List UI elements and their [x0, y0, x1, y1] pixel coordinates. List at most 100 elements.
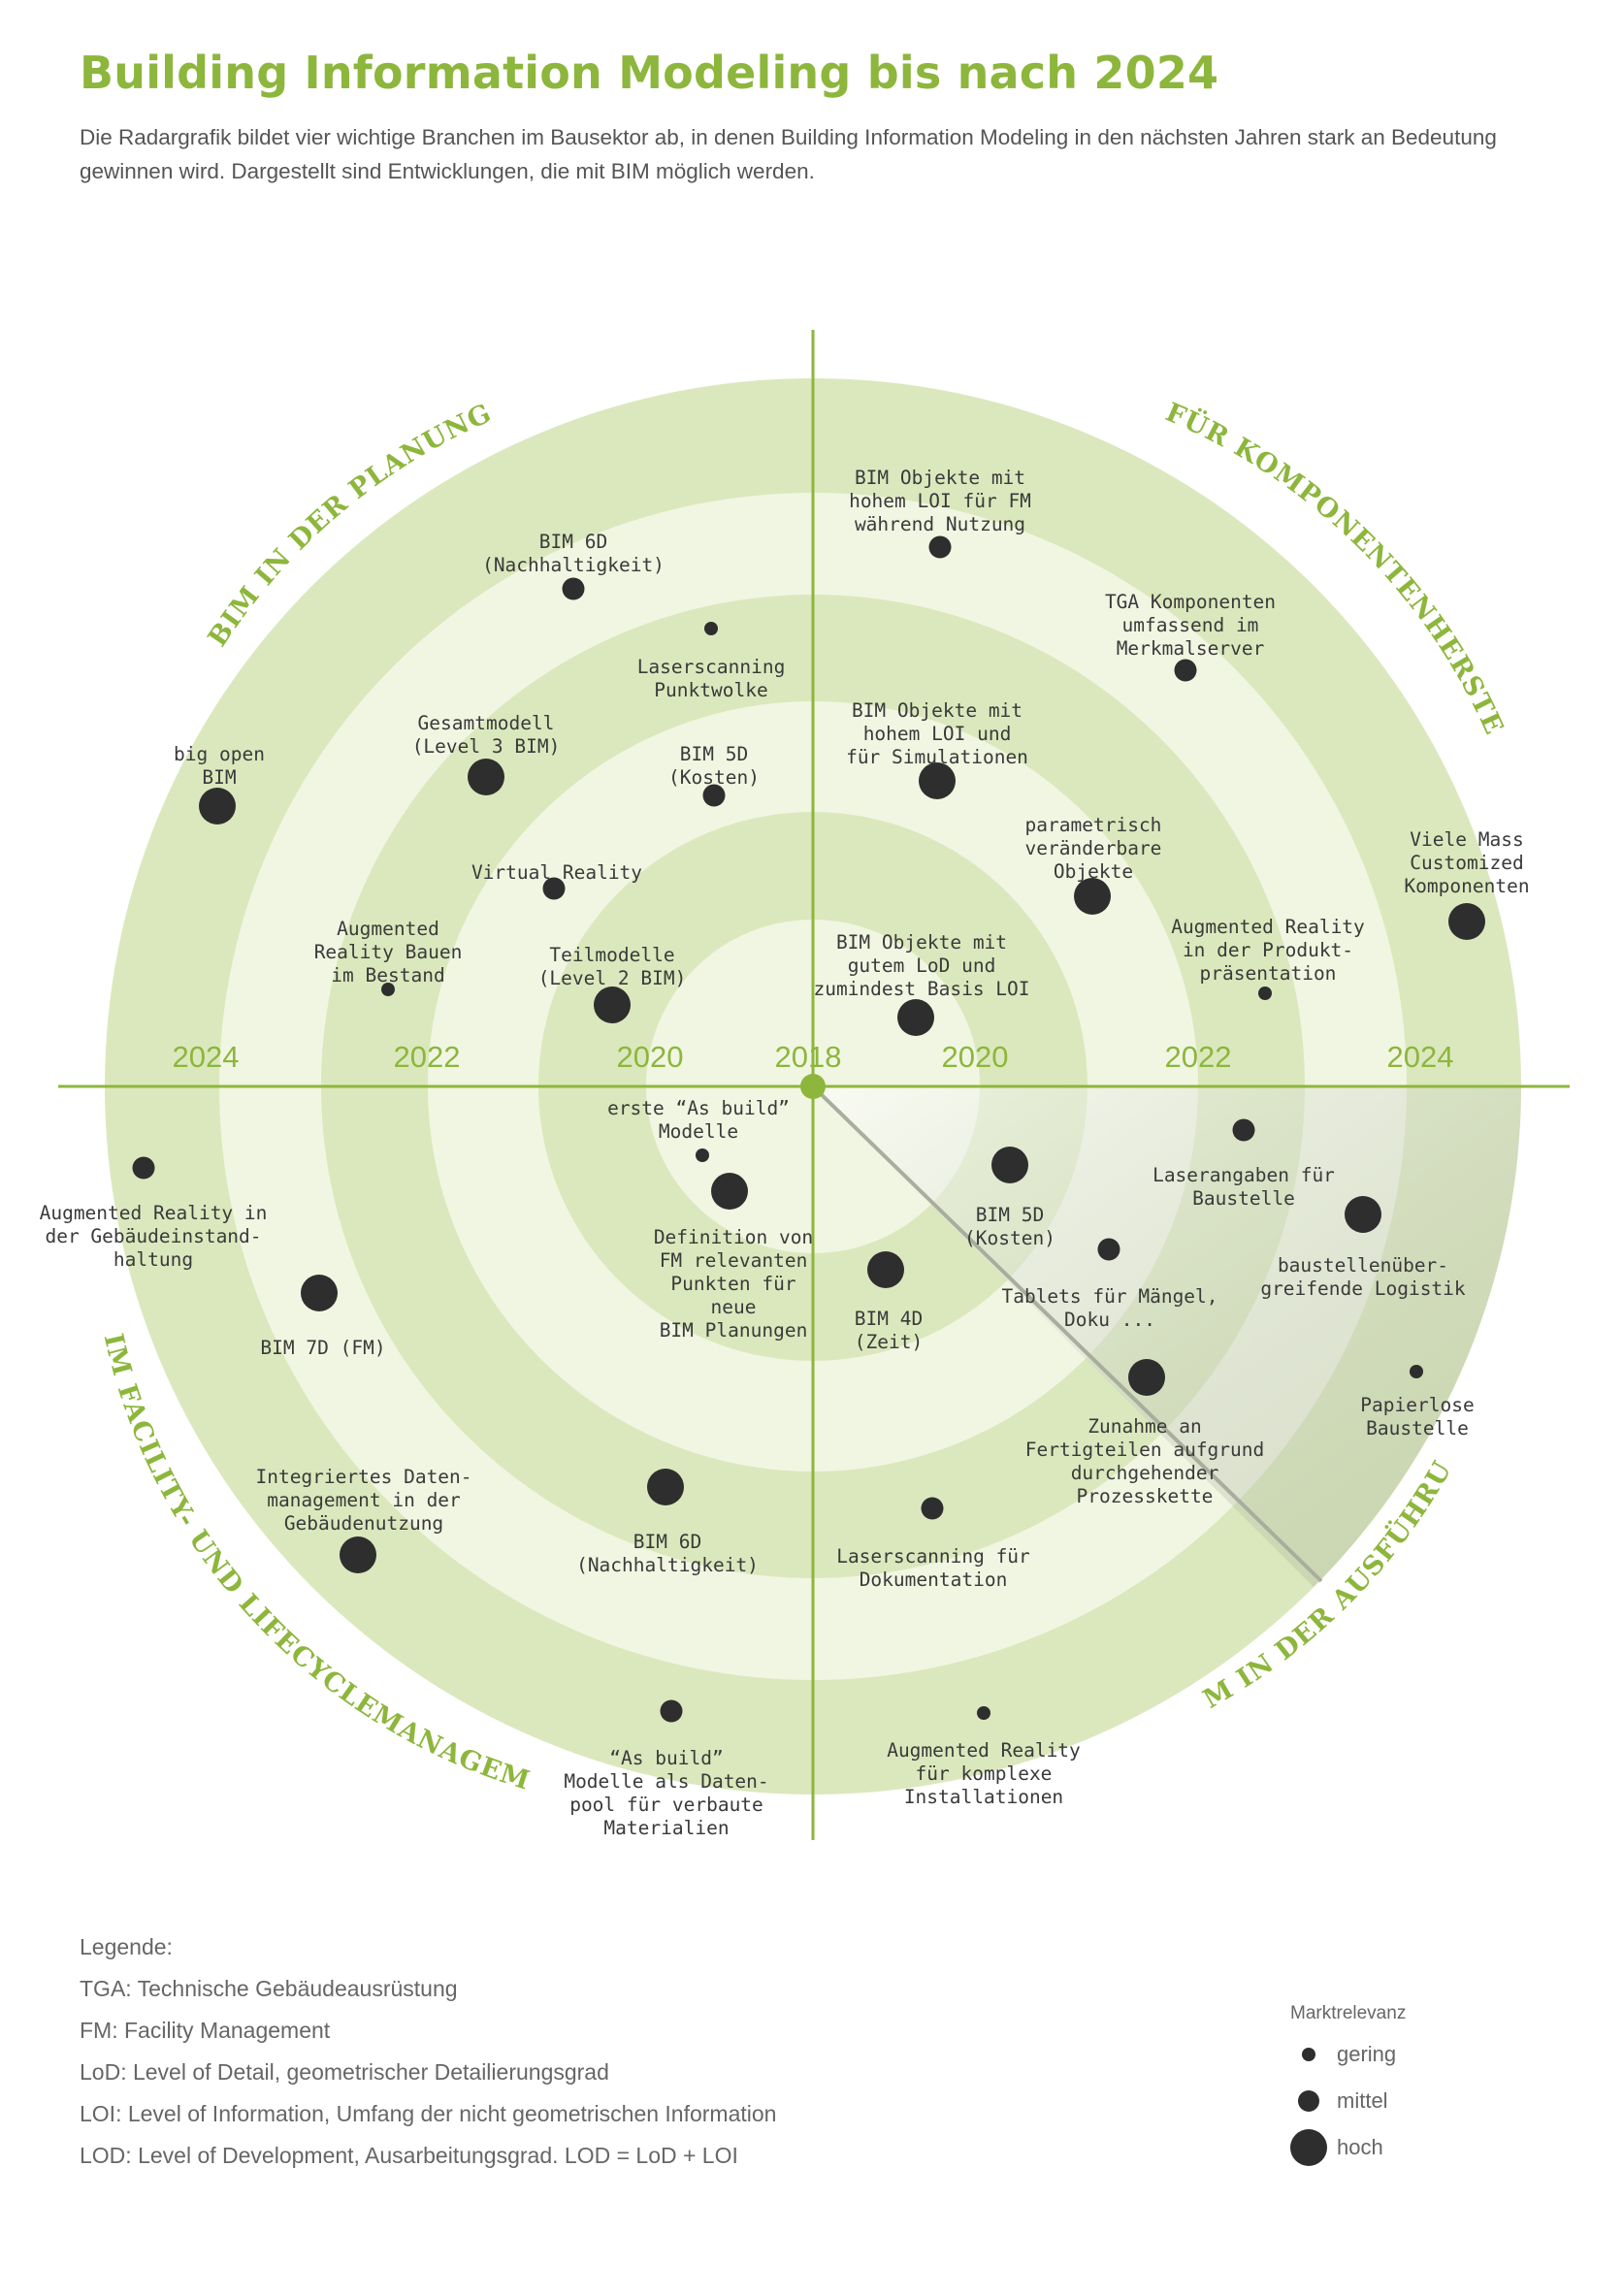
radar-item-label-line: Objekte — [1054, 860, 1133, 883]
radar-item-label-line: parametrisch — [1025, 814, 1162, 836]
radar-item-dot — [660, 1699, 683, 1723]
radar-item-label-line: BIM — [202, 766, 236, 789]
radar-item-label-line: Baustelle — [1192, 1187, 1295, 1210]
radar-item-dot — [340, 1536, 376, 1573]
radar-item-label-line: baustellenüber- — [1278, 1254, 1448, 1277]
radar-item-dot — [301, 1275, 338, 1311]
radar-item-dot — [1074, 878, 1111, 915]
radar-item-dot — [919, 762, 956, 799]
radar-item-label-line: zumindest Basis LOI — [813, 978, 1029, 1000]
radar-item-label-line: Gebäudenutzung — [284, 1512, 443, 1535]
radar-item-label: Gesamtmodell(Level 3 BIM) — [412, 712, 561, 758]
radar-item-p3: Gesamtmodell(Level 3 BIM) — [412, 712, 561, 795]
radar-item-label-line: Punktwolke — [654, 679, 767, 701]
radar-item-label-line: (Kosten) — [668, 766, 760, 789]
radar-item-dot — [711, 1173, 748, 1210]
radar-item-label-line: Tablets für Mängel, — [1001, 1285, 1217, 1308]
radar-item-dot — [132, 1156, 155, 1180]
relevance-row-mittel: mittel — [1290, 2083, 1484, 2129]
radar-item-label-line: Augmented Reality in — [40, 1202, 268, 1224]
radar-item-dot — [1232, 1118, 1255, 1142]
radar-item-label-line: Virtual Reality — [471, 861, 642, 884]
radar-item-dot — [897, 999, 934, 1036]
radar-item-label-line: (Level 3 BIM) — [412, 735, 561, 758]
radar-item-dot — [696, 1148, 709, 1162]
year-left-2024: 2024 — [173, 1040, 240, 1074]
radar-item-label-line: Komponenten — [1404, 875, 1529, 897]
radar-item-label-line: Laserangaben für — [1152, 1164, 1335, 1186]
radar-item-label: erste “As build”Modelle — [607, 1097, 790, 1143]
radar-item-label-line: im Bestand — [331, 964, 444, 986]
radar-item-label-line: neue — [711, 1296, 757, 1318]
radar-item-label-line: pool für verbaute — [569, 1794, 763, 1816]
radar-item-p1: BIM 6D(Nachhaltigkeit) — [482, 531, 665, 600]
radar-item-label-line: BIM 4D — [855, 1308, 923, 1330]
radar-item-label-line: Prozesskette — [1077, 1485, 1214, 1507]
dot-medium-icon — [1298, 2090, 1319, 2112]
radar-item-dot — [921, 1497, 944, 1520]
radar-item-label-line: der Gebäudeinstand- — [45, 1225, 261, 1247]
radar-item-label-line: Teilmodelle — [549, 944, 674, 966]
relevance-label-mittel: mittel — [1337, 2088, 1388, 2113]
relevance-row-hoch: hoch — [1290, 2129, 1484, 2176]
relevance-label-gering: gering — [1337, 2042, 1397, 2066]
legend-entry-lod-detail: LoD: Level of Detail, geometrischer Deta… — [80, 2059, 609, 2085]
radar-item-label: BIM 4D(Zeit) — [855, 1308, 923, 1353]
year-right-2022: 2022 — [1165, 1040, 1232, 1074]
radar-item-e2: BIM 4D(Zeit) — [855, 1251, 923, 1353]
radar-item-label-line: Augmented — [337, 918, 439, 940]
radar-item-dot — [562, 577, 585, 600]
legend-entry-loi: LOI: Level of Information, Umfang der ni… — [80, 2101, 777, 2126]
radar-item-label: BIM 5D(Kosten) — [964, 1204, 1055, 1249]
radar-item-dot — [977, 1706, 990, 1720]
radar-item-label-line: Fertigteilen aufgrund — [1025, 1439, 1265, 1461]
radar-item-label-line: TGA Komponenten — [1105, 591, 1276, 613]
radar-item-dot — [1345, 1196, 1381, 1233]
radar-item-label: BIM 5D(Kosten) — [668, 743, 760, 789]
radar-item-label-line: hohem LOI und — [863, 723, 1012, 745]
radar-item-label-line: BIM 5D — [976, 1204, 1044, 1226]
page-intro: Die Radargrafik bildet vier wichtige Bra… — [80, 120, 1574, 188]
radar-item-label-line: BIM Objekte mit — [852, 699, 1022, 722]
radar-item-label-line: veränderbare — [1025, 837, 1162, 859]
radar-item-dot — [199, 788, 236, 825]
radar-item-label-line: Baustelle — [1366, 1417, 1469, 1439]
intro-line-2: gewinnen wird. Dargestellt sind Entwickl… — [80, 159, 815, 183]
radar-item-label-line: BIM Objekte mit — [836, 931, 1007, 954]
center-dot — [800, 1074, 826, 1099]
radar-item-label-line: Punkten für — [670, 1273, 795, 1295]
legend-entry-fm: FM: Facility Management — [80, 2018, 331, 2043]
radar-item-dot — [702, 784, 726, 807]
radar-item-p8: Teilmodelle(Level 2 BIM) — [538, 944, 686, 1023]
radar-item-f4: BIM 7D (FM) — [260, 1275, 386, 1359]
radar-item-label-line: haltung — [114, 1248, 193, 1271]
radar-item-label-line: (Nachhaltigkeit) — [482, 554, 665, 576]
radar-item-label-line: umfassend im — [1122, 614, 1259, 636]
relevance-title: Marktrelevanz — [1290, 2003, 1407, 2023]
radar-item-label-line: für Simulationen — [846, 746, 1028, 768]
radar-item-label: Virtual Reality — [471, 861, 642, 884]
radar-axes — [58, 330, 1570, 1840]
